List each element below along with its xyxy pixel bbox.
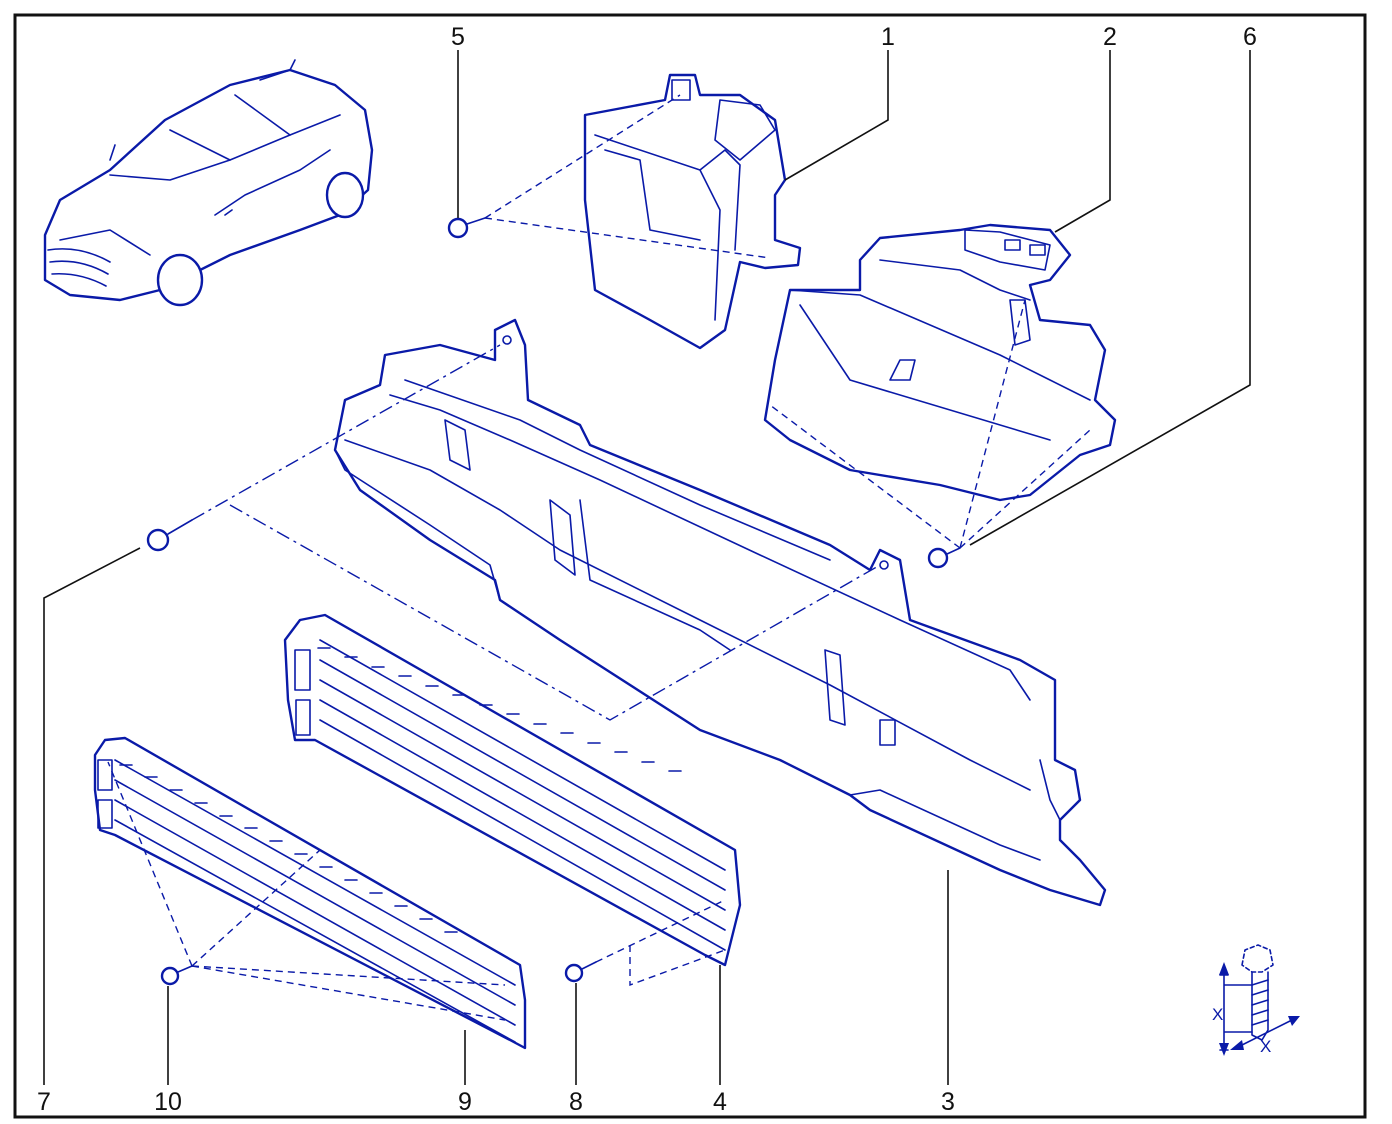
assembly-lines	[107, 94, 1091, 1021]
callout-1: 1	[881, 23, 895, 51]
callout-10: 10	[154, 1088, 182, 1116]
fastener-6	[927, 547, 961, 569]
callout-4: 4	[713, 1088, 727, 1116]
callout-9: 9	[458, 1088, 472, 1116]
vehicle-illustration	[43, 59, 374, 307]
part-2-duct	[763, 223, 1117, 502]
fastener-5	[447, 217, 486, 239]
part-4-air-shutter	[283, 613, 742, 967]
leader-lines	[43, 50, 1251, 1085]
part-3-front-shroud	[333, 318, 1107, 907]
callout-2: 2	[1103, 23, 1117, 51]
diagram-frame	[13, 13, 1367, 1119]
dimension-label-x-diagonal: X	[1260, 1037, 1271, 1056]
fastener-10	[160, 965, 193, 986]
part-9-air-shutter	[93, 736, 527, 1050]
screw-dimension-icon: X X	[1212, 944, 1300, 1056]
fastener-8	[564, 961, 597, 983]
fastener-7	[146, 519, 193, 552]
dimension-label-x-vertical: X	[1212, 1005, 1223, 1024]
part-1-air-duct	[583, 73, 802, 350]
callout-3: 3	[941, 1088, 955, 1116]
callout-7: 7	[37, 1088, 51, 1116]
callout-8: 8	[569, 1088, 583, 1116]
callout-6: 6	[1243, 23, 1257, 51]
callout-5: 5	[451, 23, 465, 51]
